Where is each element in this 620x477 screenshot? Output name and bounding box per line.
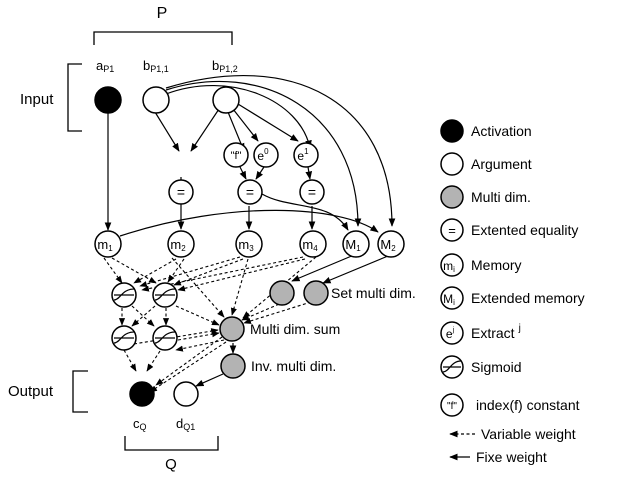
sigmoid-node-4 (152, 325, 178, 351)
legend-sigmoid-icon (440, 355, 464, 379)
legend-memory-icon (440, 253, 464, 277)
argument-node-bP11 (142, 86, 170, 114)
legend-equality-icon (440, 218, 464, 242)
legend-argument-label: Argument (471, 156, 532, 172)
legend-extended-memory-icon (440, 286, 464, 310)
extract-node-e1-label: e1 (297, 147, 309, 163)
argument-node-bP12 (212, 86, 240, 114)
legend-extract-icon (440, 321, 464, 345)
equality-node-2 (237, 179, 263, 205)
memory-node-m4-label: m4 (302, 237, 318, 253)
p-bracket (93, 31, 233, 45)
extended-memory-node-M2 (377, 230, 405, 258)
sigmoid-node-2 (152, 282, 178, 308)
memory-node-m4 (299, 230, 327, 258)
q-label: Q (165, 456, 177, 473)
extended-memory-node-M2-label: M2 (380, 237, 396, 253)
output-label: Output (8, 383, 54, 400)
legend-equality-symbol: = (448, 223, 456, 238)
memory-node-m3 (235, 230, 263, 258)
activation-node-aP1 (94, 86, 122, 114)
set-multi-dim-label: Set multi dim. (331, 285, 416, 301)
legend-argument-icon (440, 152, 464, 176)
activation-node-cQ (129, 381, 155, 407)
input-label-a: aP1 (96, 58, 114, 74)
output-label-d: dQ1 (176, 416, 195, 432)
memory-node-m1 (94, 230, 122, 258)
constant-node-f-label: "f" (231, 150, 242, 162)
set-multi-dim-node-1 (269, 280, 295, 306)
extended-memory-node-M1-label: M1 (345, 237, 361, 253)
memory-node-m2-label: m2 (170, 237, 186, 253)
legend-fixed-weight-label: Fixe weight (476, 449, 547, 465)
equality-node-2-label: = (246, 184, 254, 200)
inv-multi-dim-node (220, 353, 246, 379)
equality-node-1-label: = (177, 184, 185, 200)
legend-equality-label: Extented equality (471, 222, 578, 238)
variable-weight-edges (103, 256, 317, 393)
legend-memory-label: Memory (471, 257, 522, 273)
output-bracket (72, 370, 88, 413)
p-label: P (157, 5, 168, 22)
multi-dim-sum-node (219, 316, 245, 342)
inv-multi-dim-label: Inv. multi dim. (251, 358, 336, 374)
legend-memory-symbol: mi (443, 259, 455, 274)
input-label-b2: bP1,2 (212, 58, 238, 74)
legend-multi-dim-icon (440, 185, 464, 209)
output-label-c: cQ (133, 416, 147, 432)
extract-node-e0-label: e0 (257, 147, 269, 163)
legend-activation-icon (440, 119, 464, 143)
constant-node-f (223, 142, 249, 168)
extended-memory-node-M1 (342, 230, 370, 258)
legend-extended-memory-label: Extended memory (471, 290, 585, 306)
legend-sigmoid-label: Sigmoid (471, 359, 522, 375)
equality-node-1 (168, 179, 194, 205)
input-label: Input (20, 91, 54, 108)
input-label-b1: bP1,1 (143, 58, 169, 74)
fixed-weight-edges (104, 75, 396, 387)
set-multi-dim-node-2 (303, 280, 329, 306)
legend-constant-icon (440, 393, 464, 417)
sigmoid-node-3 (111, 325, 137, 351)
memory-node-m3-label: m3 (238, 237, 254, 253)
multi-dim-sum-label: Multi dim. sum (250, 321, 340, 337)
sigmoid-node-1 (111, 282, 137, 308)
input-bracket (67, 63, 82, 132)
legend-variable-weight-label: Variable weight (481, 426, 576, 442)
legend: Activation Argument Multi dim. = Extente… (440, 119, 585, 465)
equality-node-3-label: = (308, 184, 316, 200)
legend-extended-memory-symbol: Mi (443, 292, 455, 307)
legend-extract-symbol: ej (446, 327, 455, 341)
legend-constant-symbol: "f" (447, 401, 457, 412)
memory-node-m1-label: m1 (97, 237, 113, 253)
q-bracket (124, 436, 219, 451)
legend-activation-label: Activation (471, 123, 532, 139)
memory-node-m2 (167, 230, 195, 258)
legend-multi-dim-label: Multi dim. (471, 189, 531, 205)
extract-node-e0 (253, 142, 279, 168)
argument-node-dQ1 (173, 381, 199, 407)
equality-node-3 (299, 179, 325, 205)
extract-node-e1 (293, 142, 319, 168)
legend-constant-label: index(f) constant (476, 397, 580, 413)
